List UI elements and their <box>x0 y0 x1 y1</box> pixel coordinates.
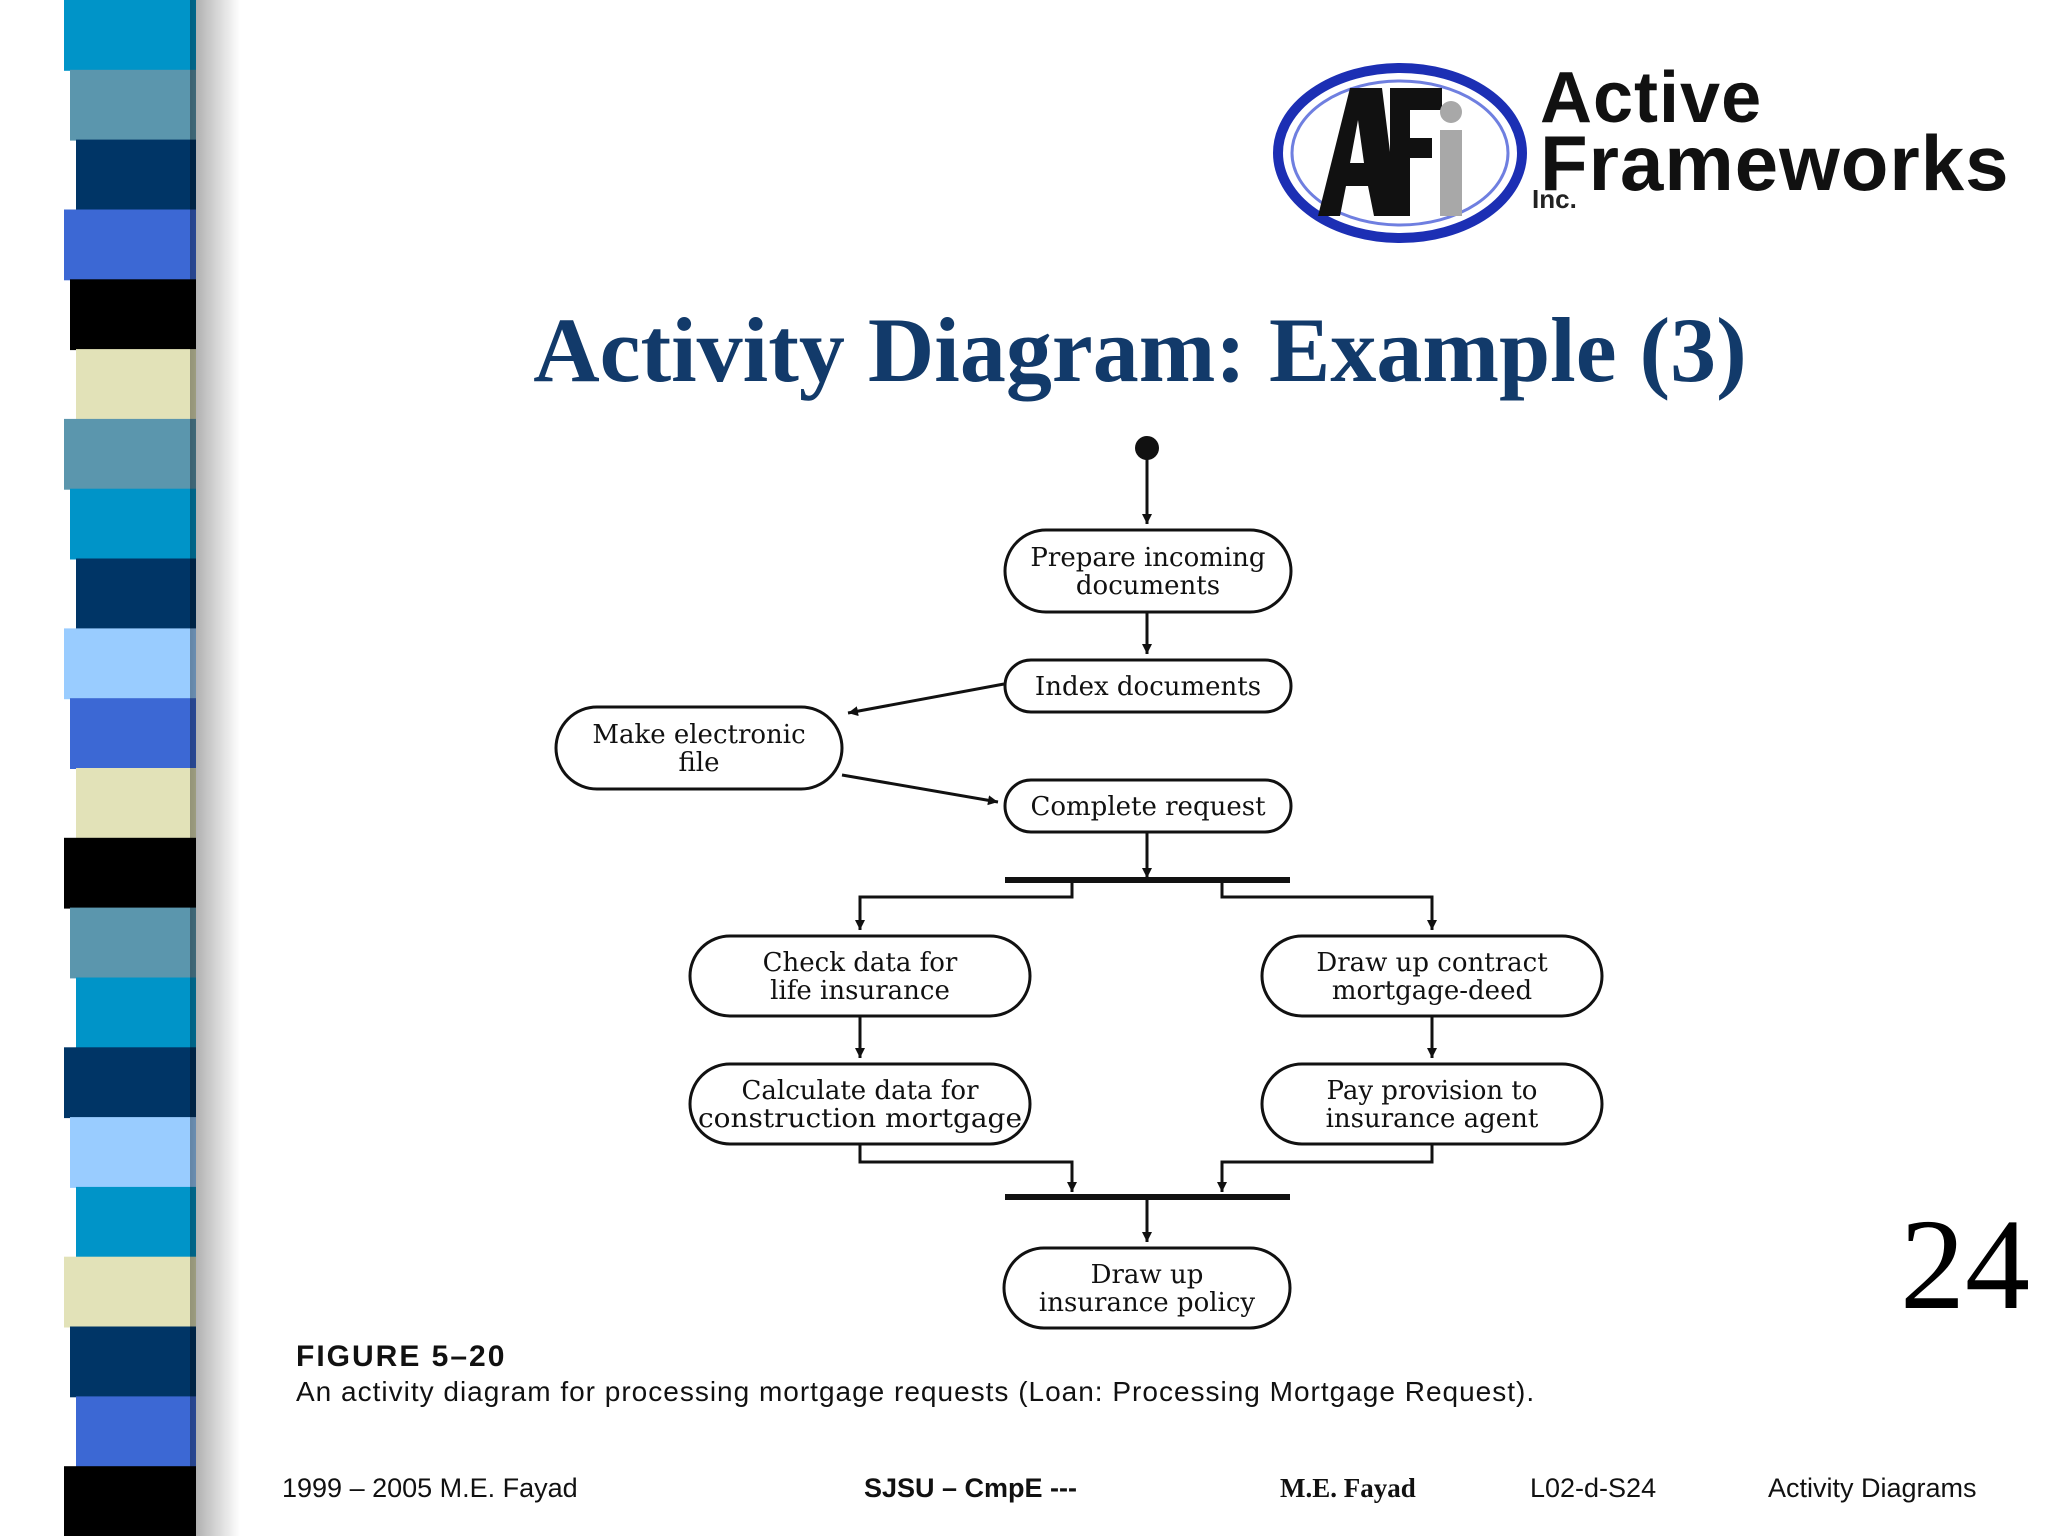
node-draw-up-insurance-policy: Draw up insurance policy <box>1002 1246 1292 1330</box>
start-node <box>1135 436 1159 460</box>
node-make-electronic-file: Make electronic file <box>554 705 844 791</box>
footer-author: M.E. Fayad <box>1280 1473 1416 1503</box>
side-bar-stripe <box>76 768 196 839</box>
node-prepare-line-2: documents <box>1076 571 1220 601</box>
afi-logo-mark <box>1273 63 1527 243</box>
footer-topic: Activity Diagrams <box>1768 1473 1977 1503</box>
edge-index-to-make-file <box>847 682 1005 717</box>
node-draw-policy-line-1: Draw up <box>1091 1260 1204 1290</box>
slide-title: Activity Diagram: Example (3) <box>533 299 1747 401</box>
node-prepare-line-1: Prepare incoming <box>1030 543 1265 573</box>
side-bar-stripe <box>70 907 196 979</box>
node-complete-request: Complete request <box>1003 778 1293 834</box>
side-bar-stripe <box>76 1396 196 1468</box>
node-prepare-incoming-documents: Prepare incoming documents <box>1003 528 1293 614</box>
side-bar-stripe <box>64 418 196 490</box>
edge-calculate-to-join <box>858 1144 1077 1192</box>
node-pay-provision-line-2: insurance agent <box>1326 1104 1539 1134</box>
side-bar-stripe <box>64 1047 196 1119</box>
side-bar-stripe <box>76 558 196 630</box>
node-draw-up-contract: Draw up contract mortgage-deed <box>1260 934 1604 1018</box>
footer-course: SJSU – CmpE --- <box>864 1473 1078 1503</box>
node-check-data-life-insurance: Check data for life insurance <box>688 934 1032 1018</box>
side-bar-stripe <box>64 837 196 909</box>
side-bar-stripe <box>70 698 196 769</box>
node-draw-contract-line-2: mortgage-deed <box>1332 976 1532 1006</box>
node-check-data-line-1: Check data for <box>763 948 958 978</box>
logo-line-2: Frameworks <box>1540 119 2010 207</box>
edge-make-file-to-complete <box>841 773 999 806</box>
figure-caption: An activity diagram for processing mortg… <box>296 1376 1536 1407</box>
node-calculate-line-2: construction mortgage <box>698 1104 1022 1134</box>
side-bar-stripe <box>64 628 196 700</box>
footer-copyright: 1999 – 2005 M.E. Fayad <box>282 1473 578 1503</box>
side-bar-stripe <box>64 1466 196 1536</box>
side-bar-stripe <box>64 0 196 71</box>
figure-label: FIGURE 5–20 <box>296 1340 507 1373</box>
node-index-documents: Index documents <box>1003 658 1293 714</box>
logo-line-1: Active <box>1540 58 1763 138</box>
diagram-edges <box>841 458 1437 1242</box>
node-pay-provision: Pay provision to insurance agent <box>1260 1062 1604 1146</box>
side-bar-stripe <box>76 1186 196 1258</box>
decorative-side-bar <box>64 0 196 1536</box>
side-bar-stripe <box>64 209 196 281</box>
edge-pay-to-join <box>1217 1144 1434 1192</box>
node-complete-line-1: Complete request <box>1030 792 1266 822</box>
side-bar-stripe <box>76 349 196 420</box>
node-make-file-line-2: file <box>678 748 719 778</box>
side-bar-stripe <box>64 1256 196 1328</box>
logo-line-3: Inc. <box>1532 184 1577 214</box>
side-bar-shadow <box>190 0 240 1536</box>
edge-fork-to-check-data <box>855 882 1074 930</box>
node-index-line-1: Index documents <box>1035 672 1261 702</box>
side-bar-stripe <box>70 69 196 141</box>
fork-bar <box>1005 877 1290 883</box>
node-calculate-data: Calculate data for construction mortgage <box>688 1062 1032 1146</box>
side-bar-stripe <box>76 977 196 1049</box>
side-bar-stripe <box>70 1117 196 1188</box>
side-bar-stripe <box>70 488 196 560</box>
active-frameworks-logo: Active Frameworks Inc. <box>1270 58 2030 248</box>
node-check-data-line-2: life insurance <box>770 976 950 1006</box>
node-draw-policy-line-2: insurance policy <box>1039 1288 1256 1318</box>
side-bar-stripe <box>70 1326 196 1398</box>
node-draw-contract-line-1: Draw up contract <box>1316 948 1548 978</box>
node-pay-provision-line-1: Pay provision to <box>1327 1076 1538 1106</box>
node-make-file-line-1: Make electronic <box>592 720 805 750</box>
side-bar-stripe <box>76 139 196 211</box>
footer-slide-id: L02-d-S24 <box>1530 1473 1657 1503</box>
edge-fork-to-draw-contract <box>1220 882 1437 930</box>
page-number: 24 <box>1900 1193 2030 1337</box>
join-bar <box>1005 1194 1290 1200</box>
node-calculate-line-1: Calculate data for <box>742 1076 980 1106</box>
side-bar-stripe <box>70 279 196 351</box>
